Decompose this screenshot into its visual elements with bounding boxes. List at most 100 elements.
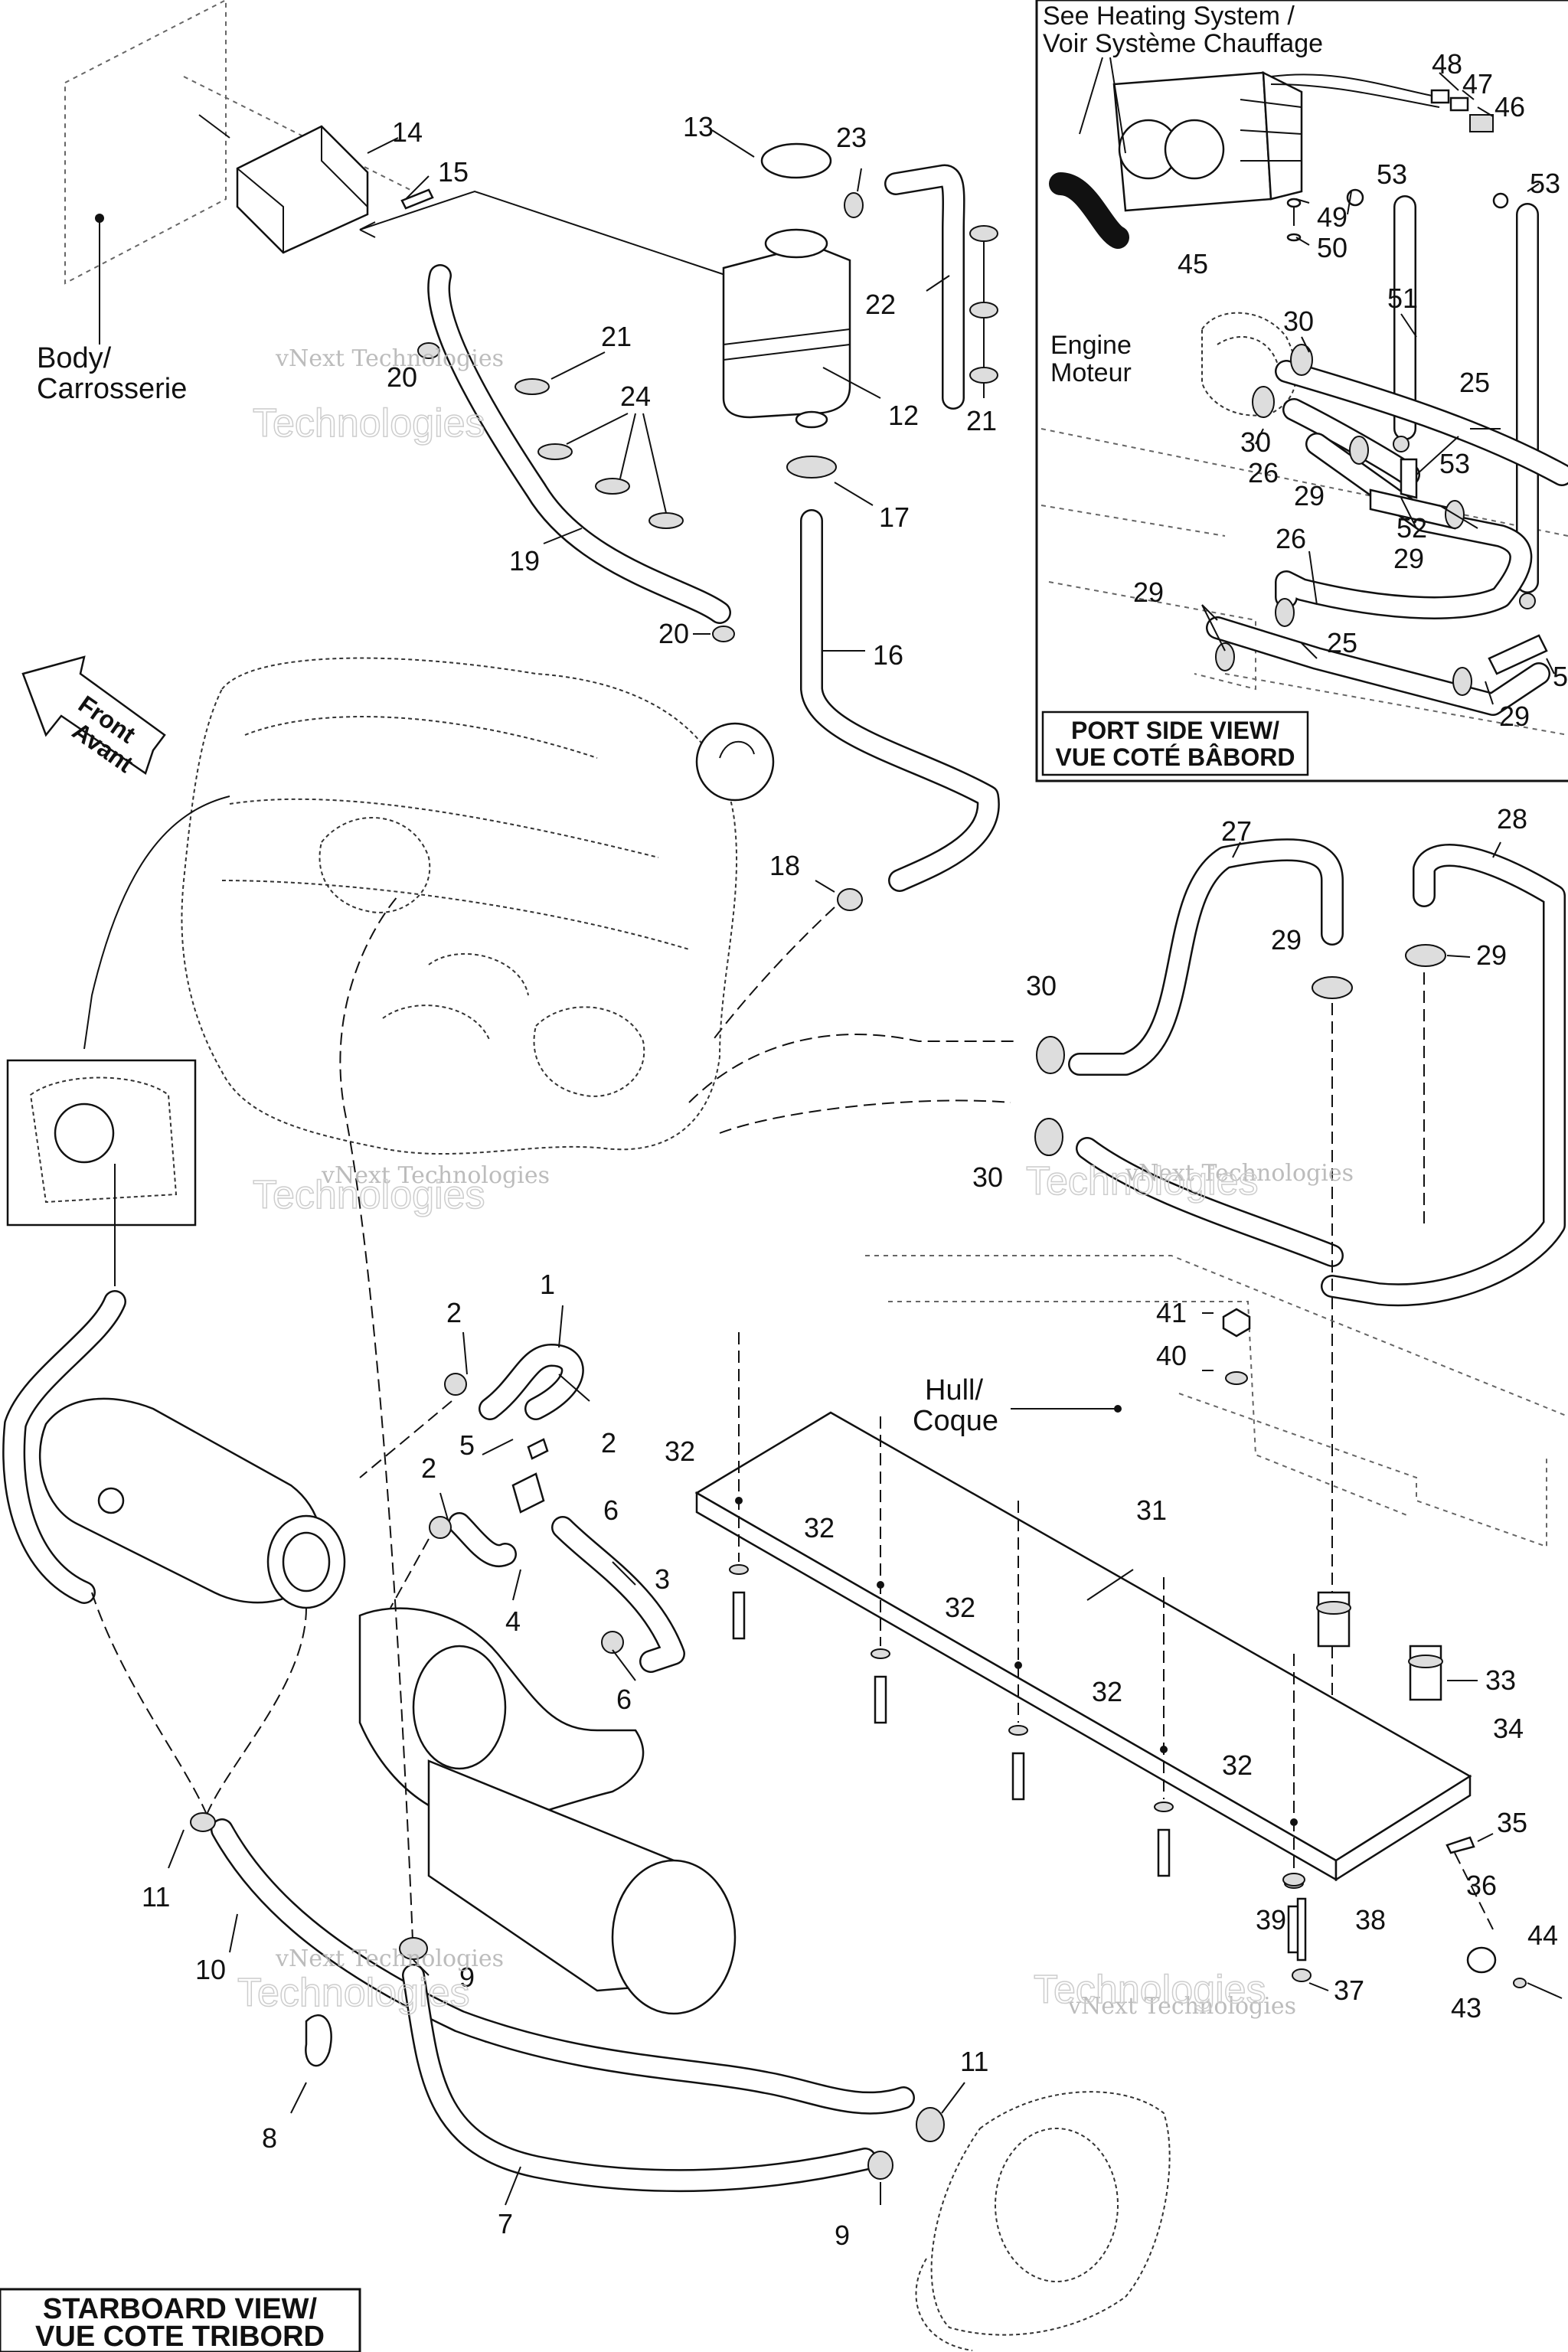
svg-text:vNext Technologies: vNext Technologies — [1125, 1160, 1354, 1187]
engine-block — [181, 657, 775, 1155]
callout-34: 34 — [1493, 1713, 1524, 1744]
callout-32c: 32 — [945, 1592, 975, 1623]
callout-25b: 25 — [1459, 367, 1490, 398]
callout-53a: 53 — [1377, 158, 1407, 190]
callout-13: 13 — [683, 111, 714, 142]
engine-label-line2: Moteur — [1050, 358, 1132, 387]
callout-48: 48 — [1432, 48, 1462, 80]
hull-label-line1: Hull/ — [925, 1374, 983, 1406]
callout-32d: 32 — [1092, 1676, 1122, 1707]
callout-11b: 11 — [960, 2046, 988, 2077]
pump-detail-box — [6, 795, 230, 1286]
callout-3: 3 — [655, 1563, 670, 1595]
clamps-21 — [969, 225, 998, 398]
callout-22: 22 — [865, 289, 896, 320]
callout-2a: 2 — [446, 1297, 462, 1328]
svg-text:vNext Technologies: vNext Technologies — [275, 345, 504, 372]
callout-6a: 6 — [603, 1494, 619, 1526]
callout-47: 47 — [1462, 68, 1493, 100]
callout-28: 28 — [1497, 803, 1527, 835]
callout-9b: 9 — [835, 2220, 850, 2251]
callout-52a: 52 — [1396, 512, 1427, 544]
hull-label-line2: Coque — [913, 1405, 998, 1437]
exhaust-manifold — [39, 1397, 346, 1609]
callout-21a: 21 — [601, 321, 632, 352]
callout-16: 16 — [873, 639, 903, 671]
callout-32a: 32 — [665, 1436, 695, 1467]
callout-8: 8 — [262, 2122, 277, 2154]
starboard-title-line1: STARBOARD VIEW/ — [43, 2293, 318, 2325]
port-view-title-line2: VUE COTÉ BÂBORD — [1056, 743, 1295, 771]
hose-16 — [800, 509, 1000, 892]
callout-33: 33 — [1485, 1664, 1516, 1696]
heating-note-line2: Voir Système Chauffage — [1043, 29, 1323, 58]
expansion-tank: 13 12 17 23 — [683, 111, 919, 533]
callout-21b: 21 — [966, 405, 997, 436]
callout-53b: 53 — [1530, 168, 1560, 199]
callout-5: 5 — [459, 1429, 475, 1461]
fittings-33: 33 34 — [1316, 1591, 1524, 1744]
callout-38: 38 — [1355, 1904, 1386, 1936]
jet-pump-bottom — [915, 2091, 1171, 2351]
callout-14: 14 — [392, 116, 423, 148]
svg-text:vNext Technologies: vNext Technologies — [275, 1945, 504, 1972]
callout-31: 31 — [1136, 1494, 1167, 1526]
port-side-inset: PORT SIDE VIEW/ VUE COTÉ BÂBORD See Heat… — [1035, 0, 1568, 782]
callout-18: 18 — [769, 850, 800, 881]
callout-44: 44 — [1527, 1919, 1558, 1951]
callout-2c: 2 — [421, 1452, 436, 1484]
callout-32e: 32 — [1222, 1749, 1253, 1781]
callout-4: 4 — [505, 1606, 521, 1637]
heating-note-line1: See Heating System / — [1043, 2, 1295, 31]
hull-plate: 31 Hull/ Coque — [694, 1255, 1568, 1882]
callout-26a: 26 — [1248, 457, 1279, 488]
engine-label-line1: Engine — [1050, 331, 1132, 360]
callout-30b: 30 — [972, 1161, 1003, 1193]
callout-9a: 9 — [459, 1962, 475, 1993]
starboard-title-box: STARBOARD VIEW/ VUE COTE TRIBORD — [0, 2288, 361, 2352]
callout-29a: 29 — [1271, 924, 1302, 956]
electrical-connectors — [1270, 74, 1494, 132]
callout-52b: 52 — [1553, 661, 1568, 692]
callout-25a: 25 — [1327, 627, 1357, 658]
callout-6b: 6 — [616, 1684, 632, 1715]
hose-28 — [1321, 844, 1566, 1307]
port-view-title-line1: PORT SIDE VIEW/ — [1071, 717, 1279, 744]
clamps-inset — [1215, 344, 1536, 696]
callout-49: 49 — [1317, 201, 1348, 233]
callout-30c: 30 — [1283, 305, 1314, 337]
callout-29e: 29 — [1294, 480, 1325, 511]
callout-50: 50 — [1317, 232, 1348, 263]
callout-30d: 30 — [1240, 426, 1271, 458]
callout-20b: 20 — [658, 618, 689, 649]
callout-27: 27 — [1221, 815, 1252, 847]
callout-12: 12 — [888, 400, 919, 431]
starboard-title-line2: VUE COTE TRIBORD — [35, 2321, 325, 2352]
callout-41: 41 — [1156, 1297, 1187, 1328]
svg-text:Technologies: Technologies — [253, 401, 485, 446]
front-direction-arrow[interactable]: Front Avant — [21, 655, 166, 778]
bolts-32 — [729, 1332, 1304, 1954]
callout-37: 37 — [1334, 1975, 1364, 2006]
callout-36: 36 — [1466, 1870, 1497, 1901]
callout-24: 24 — [620, 381, 651, 412]
svg-text:Technologies: Technologies — [253, 1173, 485, 1217]
svg-text:vNext Technologies: vNext Technologies — [321, 1162, 550, 1189]
callout-29f: 29 — [1393, 543, 1424, 574]
callout-10: 10 — [195, 1954, 226, 1985]
callout-29b: 29 — [1476, 939, 1507, 971]
callout-29d: 29 — [1499, 701, 1530, 732]
callout-30a: 30 — [1026, 970, 1057, 1001]
callout-17: 17 — [879, 501, 910, 533]
callout-11a: 11 — [142, 1881, 170, 1913]
callout-39: 39 — [1256, 1904, 1286, 1936]
body-label-line1: Body/ — [37, 342, 112, 374]
svg-text:Technologies: Technologies — [1026, 1159, 1259, 1204]
svg-text:Technologies: Technologies — [1034, 1968, 1266, 2012]
callout-40: 40 — [1156, 1340, 1187, 1371]
callout-45: 45 — [1178, 248, 1208, 279]
callout-46: 46 — [1494, 91, 1525, 122]
callout-19: 19 — [509, 545, 540, 577]
callout-29c: 29 — [1133, 577, 1164, 608]
